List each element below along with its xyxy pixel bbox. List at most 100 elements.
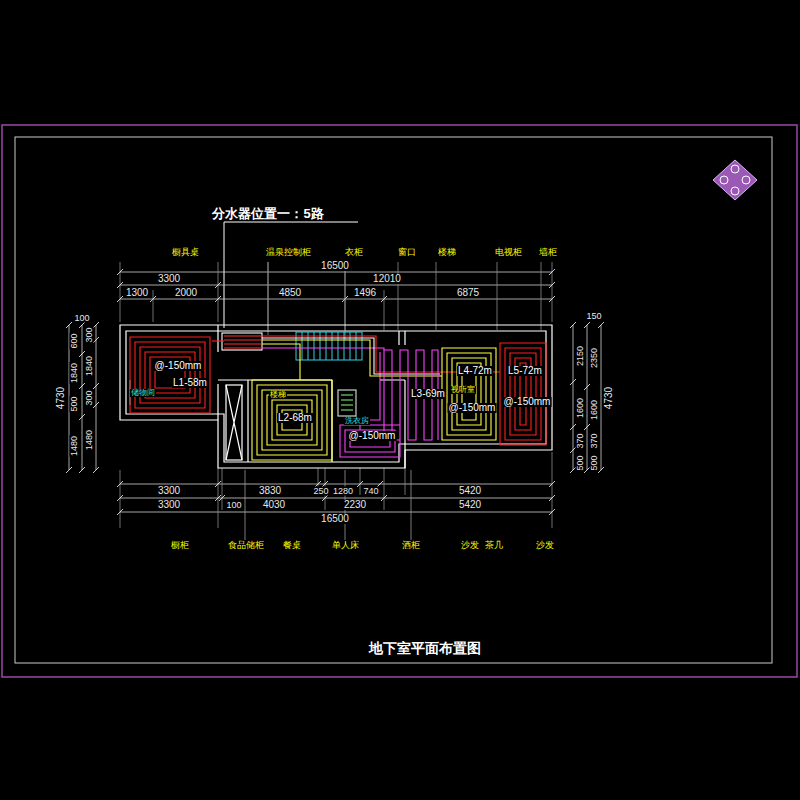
dimension: 500 <box>590 454 599 471</box>
dimension: 1840 <box>70 362 79 384</box>
walls <box>120 325 552 468</box>
dimension: 500 <box>576 454 585 471</box>
furniture: 沙发 <box>460 541 480 550</box>
room-name: 视听室 <box>450 386 476 394</box>
drawing-title: 地下室平面布置图 <box>368 641 482 655</box>
extension-line <box>120 262 552 335</box>
furniture: 窗口 <box>397 248 417 257</box>
manifold <box>222 333 262 350</box>
dimension: 4730 <box>56 386 66 410</box>
dimension: 600 <box>70 332 79 349</box>
dimension: 1300 <box>125 288 149 298</box>
dimension: 6875 <box>456 288 480 298</box>
room-name: 洗衣房 <box>344 417 370 425</box>
furniture: 食品储柜 <box>227 541 265 550</box>
zone-label: @-150mm <box>154 361 203 371</box>
zone-label: @-150mm <box>448 403 497 413</box>
compass <box>713 160 757 200</box>
pipe <box>262 338 440 374</box>
compass-diamond <box>713 160 757 200</box>
coil-l2 <box>252 380 332 460</box>
zone-label: L2-68m <box>277 413 313 423</box>
coil-l3 <box>340 350 438 457</box>
closet-hatch <box>341 395 353 410</box>
pipe <box>262 344 300 380</box>
dimension: 100 <box>73 314 90 323</box>
zone-label: L5-72m <box>507 366 543 376</box>
dim-tick <box>117 481 555 515</box>
dimension: 16500 <box>320 514 350 524</box>
zone-label: L4-72m <box>457 366 493 376</box>
zone-label: L3-69m <box>410 389 446 399</box>
dimension: 370 <box>576 432 585 449</box>
stair-cross <box>226 385 242 460</box>
dimension: 4730 <box>604 386 614 410</box>
heating-zone: L4-72m @-150mm <box>440 345 498 443</box>
zone-label: @-150mm <box>348 431 397 441</box>
dimension: 250 <box>312 487 329 496</box>
coil-l5 <box>500 343 546 445</box>
pipe <box>262 348 384 430</box>
room-name: 楼梯 <box>269 391 287 399</box>
dim-line <box>120 272 552 299</box>
dimension: 370 <box>590 432 599 449</box>
dimension: 16500 <box>320 261 350 271</box>
coil-l4 <box>442 348 496 440</box>
compass-dot <box>731 187 739 195</box>
inner-frame <box>15 137 772 663</box>
dim-line <box>69 325 601 470</box>
furniture: 楼梯 <box>437 248 457 257</box>
dimension: 1840 <box>85 355 94 377</box>
furniture: 沙发 <box>535 541 555 550</box>
dimension: 5420 <box>458 500 482 510</box>
closet <box>338 390 356 416</box>
dimension: 3830 <box>258 486 282 496</box>
dimension: 1496 <box>353 288 377 298</box>
compass-dot <box>720 176 728 184</box>
room-name: 储物间 <box>130 389 156 397</box>
heating-zone: L5-72m@-150mm <box>498 340 548 446</box>
wall-outer <box>120 325 552 468</box>
furniture: 酒柜 <box>401 541 421 550</box>
dimension: 1600 <box>590 399 599 421</box>
manifold-port <box>224 336 262 348</box>
heating-zone: @-150mmL1-58m <box>128 335 212 415</box>
dimension: 1480 <box>70 435 79 457</box>
dimension: 2150 <box>576 345 585 367</box>
dimension: 4850 <box>278 288 302 298</box>
stair-void <box>226 385 242 460</box>
furniture: 墙柜 <box>538 248 558 257</box>
furniture: 单人床 <box>331 541 360 550</box>
dimension: 1600 <box>576 397 585 419</box>
dim-tick <box>117 269 555 302</box>
compass-dot <box>731 165 739 173</box>
dimension: 12010 <box>372 274 402 284</box>
furniture: 衣柜 <box>344 248 364 257</box>
dimension: 150 <box>585 312 602 321</box>
dimension: 100 <box>225 501 242 510</box>
zone-label: @-150mm <box>503 397 552 407</box>
dimension: 3300 <box>157 274 181 284</box>
dim-tick <box>66 322 604 473</box>
heating-pipes <box>130 333 546 460</box>
dimension: 3300 <box>157 486 181 496</box>
leader-line <box>224 222 358 328</box>
pipe <box>262 340 442 376</box>
dimension: 500 <box>70 395 79 412</box>
extension-line <box>120 452 552 528</box>
dimension: 1280 <box>332 487 354 496</box>
dimension: 3300 <box>157 500 181 510</box>
furniture: 餐桌 <box>282 541 302 550</box>
dimension: 4030 <box>262 500 286 510</box>
heating-zone: L2-68m <box>252 378 334 460</box>
dimension: 5420 <box>458 486 482 496</box>
dimension: 300 <box>85 326 94 343</box>
dim-line <box>120 484 552 512</box>
label-leader <box>245 262 411 540</box>
dimension: 2350 <box>590 347 599 369</box>
coil-l1 <box>130 337 210 413</box>
dimension-lines <box>66 262 604 540</box>
dimension: 2230 <box>343 500 367 510</box>
furniture: 茶几 <box>484 541 504 550</box>
